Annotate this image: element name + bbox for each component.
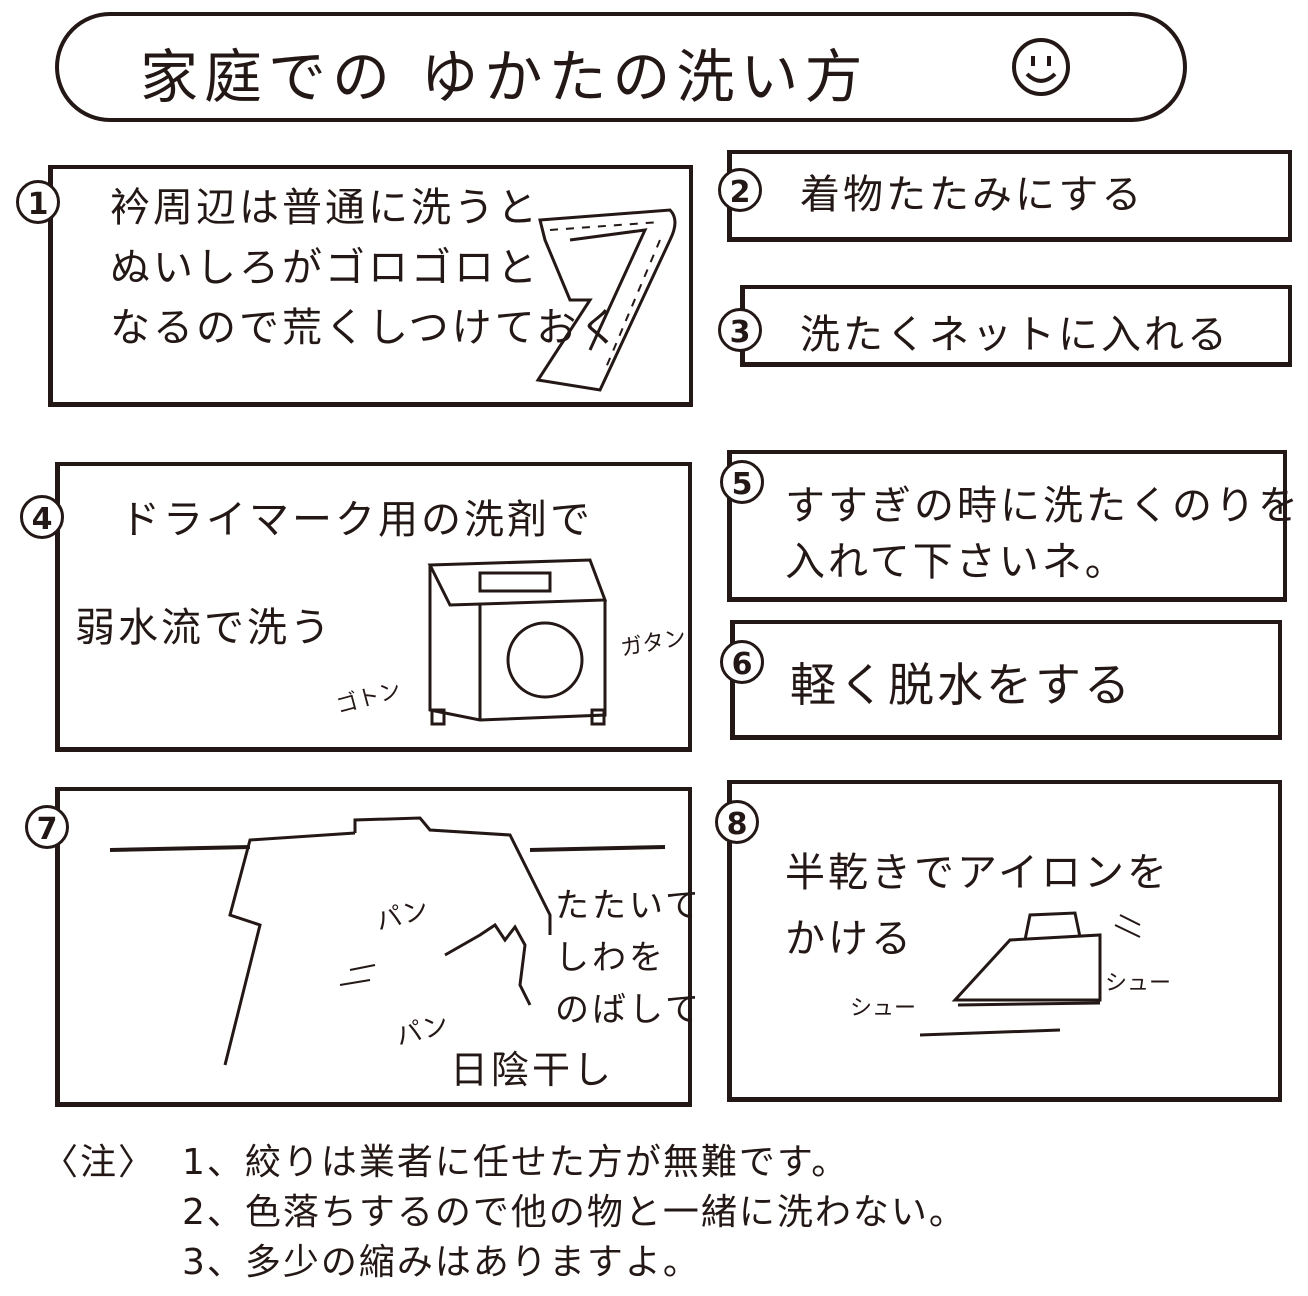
collar-illustration (535, 208, 677, 392)
note-item: 3、多少の縮みはありますよ。 (182, 1242, 701, 1283)
note-item: 2、色落ちするので他の物と一緒に洗わない。 (182, 1192, 967, 1233)
step-1-number: 1 (16, 180, 60, 224)
step-5-number: 5 (720, 460, 764, 504)
step-7-box (55, 787, 692, 1107)
page-title: 家庭での ゆかたの洗い方 (140, 43, 869, 111)
step-7-number: 7 (25, 805, 69, 849)
step-1-box (48, 165, 693, 407)
step-6-text: 軽く脱水をする (790, 658, 1133, 712)
step-4-number: 4 (20, 495, 64, 539)
notes-label: 〈注〉 (42, 1142, 157, 1183)
step-3-number: 3 (718, 308, 762, 352)
title-banner (55, 12, 1187, 122)
step-4-text: ドライマーク用の洗剤で (120, 497, 593, 543)
iron-illustration (919, 911, 1141, 1037)
step-1-text: 衿周辺は普通に洗うと ぬいしろがゴロゴロと なるので荒くしつけておく (110, 185, 623, 351)
sound-effect-shu-2: シュー (1105, 971, 1172, 996)
washing-machine-illustration (427, 558, 608, 726)
step-7-text: たたいて しわを のばして (555, 886, 702, 1030)
sound-effect-shu-1: シュー (850, 996, 917, 1021)
step-4-text-2: 弱水流で洗う (75, 605, 333, 651)
step-2-number: 2 (718, 168, 762, 212)
step-3-text: 洗たくネットに入れる (800, 312, 1230, 358)
step-6-number: 6 (720, 640, 764, 684)
step-5-box (727, 450, 1287, 602)
step-4-box (55, 462, 692, 752)
step-8-box (727, 780, 1282, 1102)
step-8-text: 半乾きでアイロンを かける (785, 850, 1170, 962)
smiley-face-icon (1012, 38, 1070, 96)
step-2-text: 着物たたみにする (800, 172, 1145, 218)
yukata-drying-illustration (109, 816, 666, 1066)
step-8-number: 8 (715, 800, 759, 844)
step-5-text: すすぎの時に洗たくのりを 入れて下さいネ。 (785, 483, 1301, 585)
step-7-text-2: 日陰干し (450, 1048, 615, 1092)
note-item: 1、絞りは業者に任せた方が無難です。 (182, 1142, 850, 1183)
notes-section: 〈注〉 1、絞りは業者に任せた方が無難です。 2、色落ちするので他の物と一緒に洗わ… (42, 1138, 967, 1288)
